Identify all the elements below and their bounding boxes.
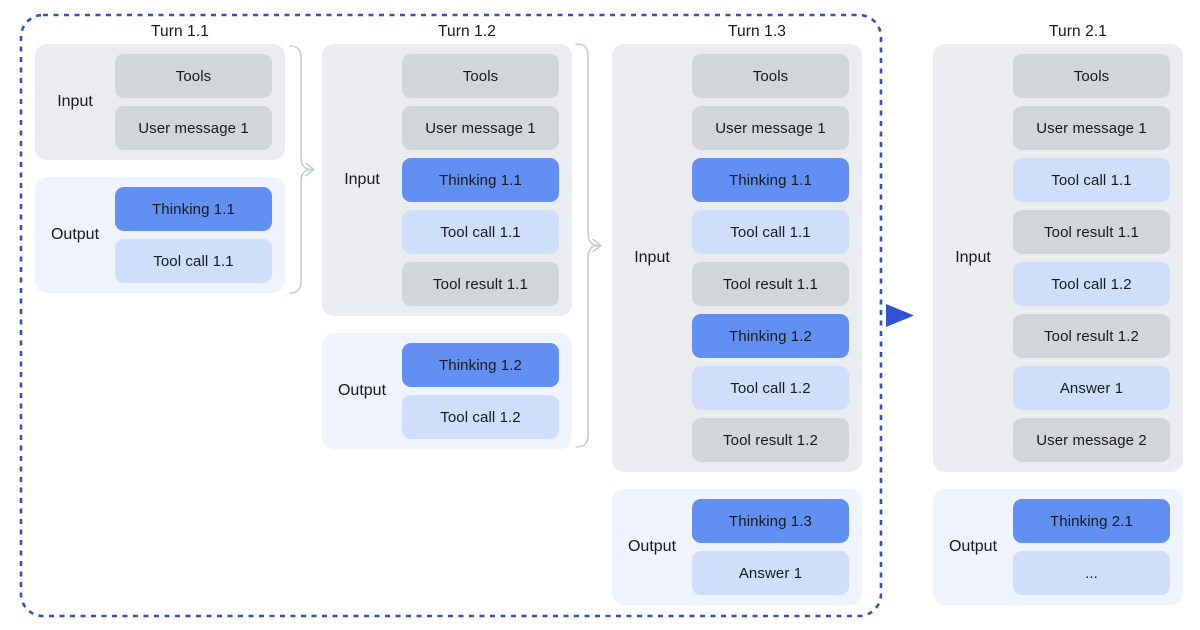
block-tools: Tools [1013,54,1170,98]
block-tool-call-1-1: Tool call 1.1 [692,210,849,254]
block-tools: Tools [692,54,849,98]
brace-arrow-1-icon [289,45,315,294]
block-tool-call-1-2: Tool call 1.2 [402,395,559,439]
brace-arrow-2-icon [575,43,602,448]
block-thinking-1-3: Thinking 1.3 [692,499,849,543]
column-title: Turn 1.1 [151,23,209,40]
block-user-message-1: User message 1 [1013,106,1170,150]
block-tool-call-1-2: Tool call 1.2 [692,366,849,410]
input-label: Input [634,249,670,266]
input-label: Input [57,93,93,110]
turn-2-arrow-icon [886,304,914,327]
block-thinking-1-1: Thinking 1.1 [692,158,849,202]
block-user-message-1: User message 1 [402,106,559,150]
block-tool-call-1-1: Tool call 1.1 [1013,158,1170,202]
block-tools: Tools [402,54,559,98]
block-tool-call-1-1: Tool call 1.1 [115,239,272,283]
block-user-message-1: User message 1 [692,106,849,150]
block-tool-result-1-1: Tool result 1.1 [402,262,559,306]
block-thinking-1-2: Thinking 1.2 [692,314,849,358]
output-label: Output [948,538,998,555]
block-thinking-1-2: Thinking 1.2 [402,343,559,387]
block-tool-result-1-1: Tool result 1.1 [1013,210,1170,254]
block-: ... [1013,551,1170,595]
block-tool-result-1-2: Tool result 1.2 [1013,314,1170,358]
output-label: Output [627,538,677,555]
block-user-message-2: User message 2 [1013,418,1170,462]
column-title: Turn 2.1 [1049,23,1107,40]
block-thinking-1-1: Thinking 1.1 [402,158,559,202]
block-tool-result-1-1: Tool result 1.1 [692,262,849,306]
block-thinking-1-1: Thinking 1.1 [115,187,272,231]
block-tool-result-1-2: Tool result 1.2 [692,418,849,462]
input-label: Input [955,249,991,266]
t21-output-section: Output Thinking 2.1... [933,489,1183,605]
input-label: Input [344,171,380,188]
block-answer-1: Answer 1 [692,551,849,595]
block-answer-1: Answer 1 [1013,366,1170,410]
block-tool-call-1-1: Tool call 1.1 [402,210,559,254]
output-label: Output [50,226,100,243]
block-tools: Tools [115,54,272,98]
block-tool-call-1-2: Tool call 1.2 [1013,262,1170,306]
column-title: Turn 1.3 [728,23,786,40]
block-thinking-2-1: Thinking 2.1 [1013,499,1170,543]
block-user-message-1: User message 1 [115,106,272,150]
column-title: Turn 1.2 [438,23,496,40]
output-label: Output [337,382,387,399]
